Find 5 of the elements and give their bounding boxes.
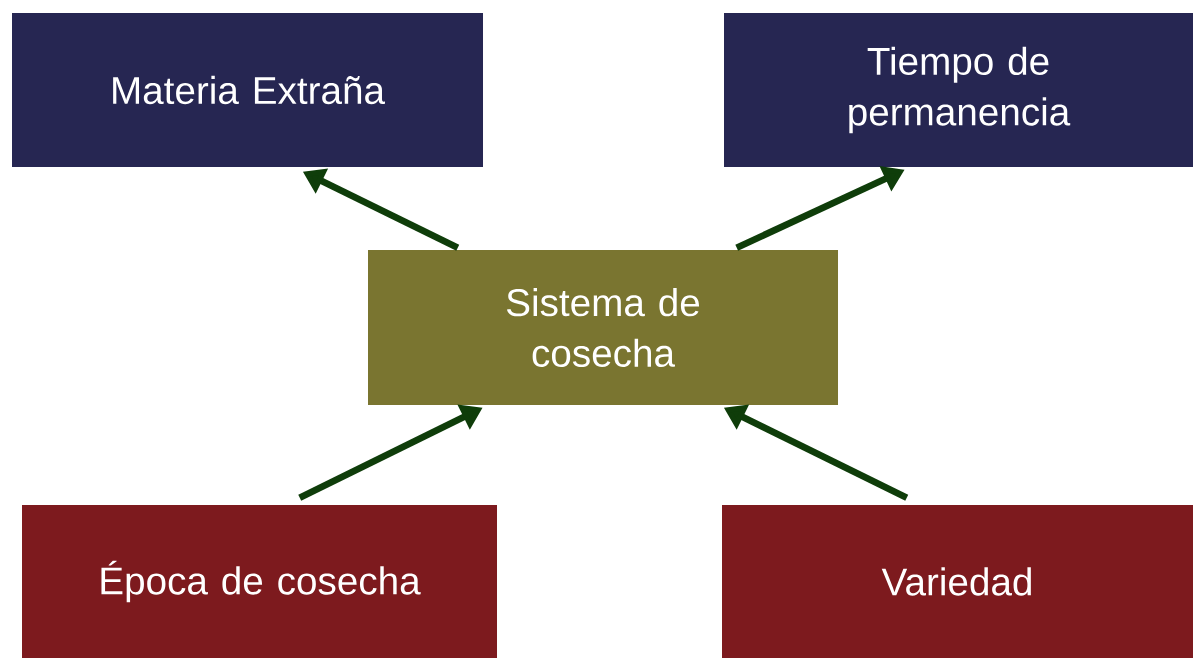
- process-box: Sistema de cosecha: [368, 250, 838, 405]
- process-box: Época de cosecha: [22, 505, 497, 658]
- process-box: Materia Extraña: [12, 13, 483, 167]
- process-box: Tiempo de permanencia: [724, 13, 1193, 167]
- process-box: Variedad: [722, 505, 1193, 658]
